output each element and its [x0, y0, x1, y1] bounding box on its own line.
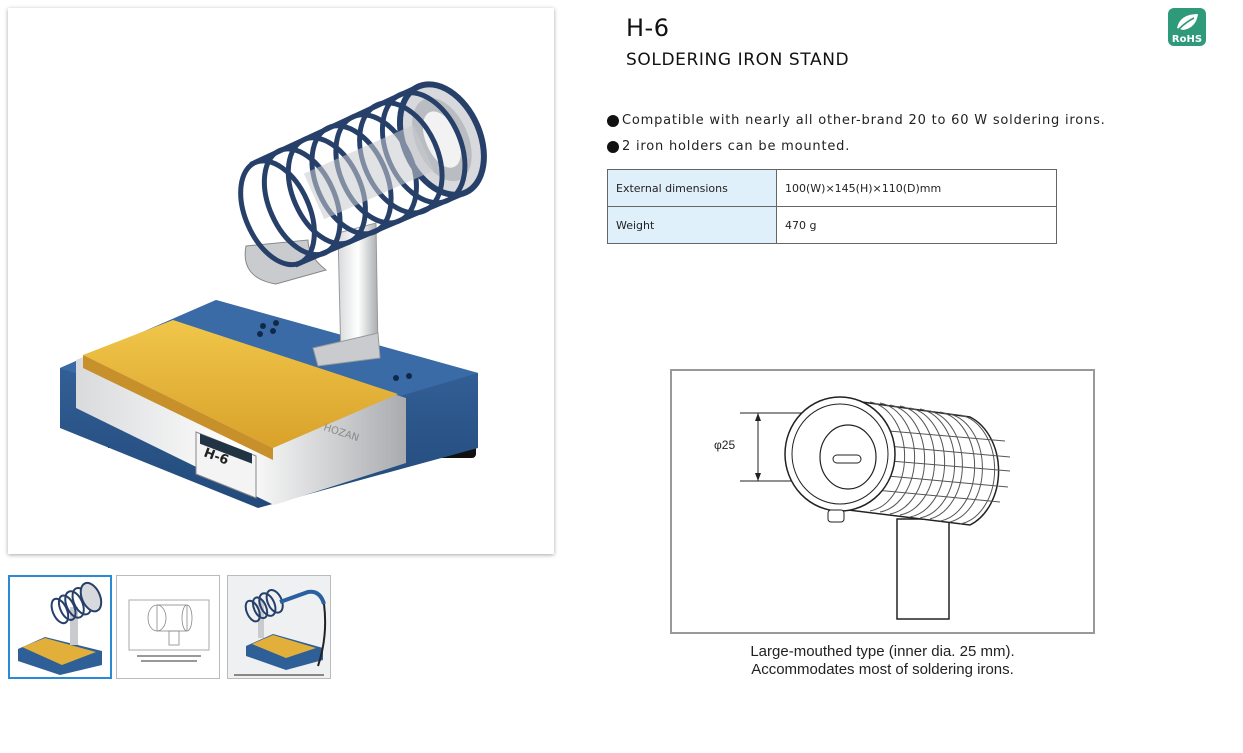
diameter-label: φ25	[714, 438, 735, 452]
feature-text: Compatible with nearly all other-brand 2…	[622, 113, 1106, 128]
caption-line-1: Large-mouthed type (inner dia. 25 mm).	[750, 643, 1015, 660]
bullet-icon	[607, 141, 619, 153]
spec-row: External dimensions 100(W)×145(H)×110(D)…	[607, 169, 1057, 207]
spec-value: 470 g	[776, 206, 1057, 244]
bullet-icon	[607, 115, 619, 127]
spec-value: 100(W)×145(H)×110(D)mm	[776, 169, 1057, 207]
thumbnail-stand-photo[interactable]	[8, 575, 112, 679]
main-product-image: H-6 HOZAN	[8, 8, 554, 554]
spec-row: Weight 470 g	[607, 206, 1057, 244]
feature-item: Compatible with nearly all other-brand 2…	[607, 108, 1106, 134]
spec-label: Weight	[607, 206, 777, 244]
rohs-badge: RoHS	[1168, 8, 1206, 46]
product-model: H-6	[626, 14, 670, 42]
thumbnail-holder-diagram[interactable]	[116, 575, 220, 679]
spec-label: External dimensions	[607, 169, 777, 207]
feature-text: 2 iron holders can be mounted.	[622, 139, 851, 154]
feature-item: 2 iron holders can be mounted.	[607, 134, 1106, 160]
holder-diagram: φ25	[670, 369, 1095, 634]
rohs-text: RoHS	[1172, 34, 1202, 45]
feature-list: Compatible with nearly all other-brand 2…	[607, 108, 1106, 160]
thumbnail-stand-with-iron-photo[interactable]	[227, 575, 331, 679]
caption-line-2: Accommodates most of soldering irons.	[751, 661, 1014, 678]
product-name: SOLDERING IRON STAND	[626, 50, 850, 70]
spec-table: External dimensions 100(W)×145(H)×110(D)…	[607, 169, 1057, 244]
diagram-caption: Large-mouthed type (inner dia. 25 mm). A…	[670, 643, 1095, 679]
rohs-leaf-icon: RoHS	[1168, 8, 1206, 46]
